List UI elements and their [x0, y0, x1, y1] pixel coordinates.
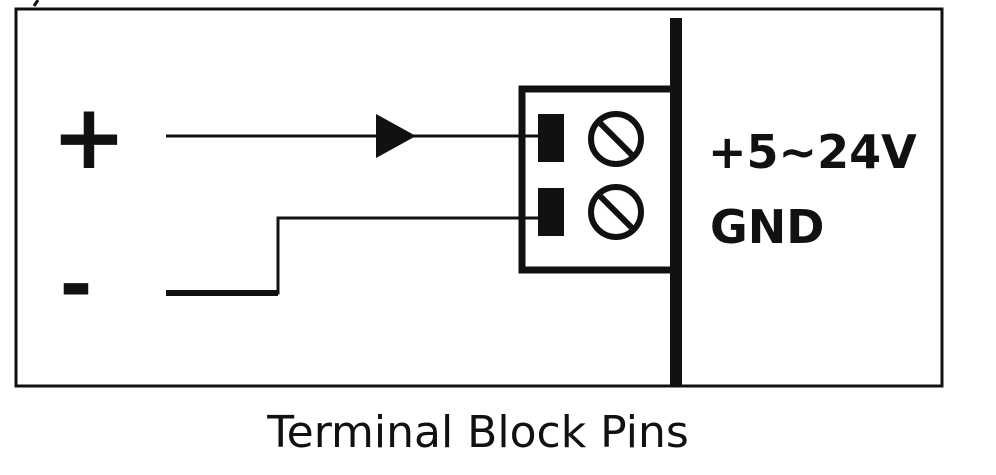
- terminal-block-housing: [518, 85, 676, 274]
- arrow-right-icon: [376, 114, 416, 158]
- screw-icon: [588, 111, 644, 167]
- diagram-caption: Terminal Block Pins: [266, 407, 689, 458]
- screw-icon: [588, 184, 644, 240]
- pin-label-power: +5~24V: [708, 125, 917, 179]
- negative-symbol: -: [59, 238, 92, 331]
- pin-contact-negative: [538, 188, 564, 236]
- diagram-frame: [14, 7, 944, 388]
- positive-symbol: +: [51, 85, 126, 190]
- negative-wire: [166, 216, 538, 295]
- pin-label-ground: GND: [710, 200, 824, 254]
- cropped-mark: [32, 0, 40, 7]
- pin-contact-positive: [538, 114, 564, 162]
